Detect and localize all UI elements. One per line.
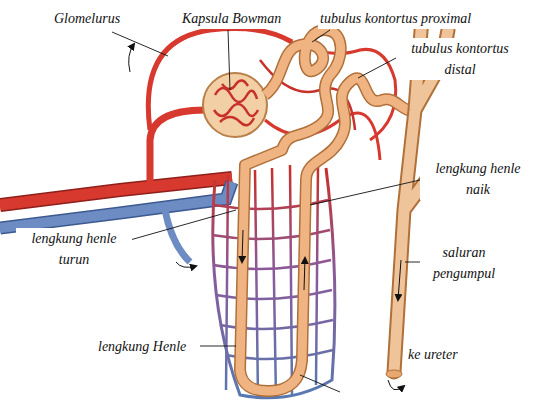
capillary-net <box>212 200 333 359</box>
flow-arrow <box>176 262 196 267</box>
part-label: tubulus kontortus distal <box>398 38 522 80</box>
leader-line <box>200 346 236 347</box>
glomerulus <box>214 80 258 125</box>
part-label: tubulus kontortus proximal <box>318 8 473 29</box>
flow-arrow <box>304 258 305 290</box>
flow-arrow <box>242 230 243 262</box>
flow-arrow <box>129 44 134 72</box>
leader-line <box>405 262 420 263</box>
bowman-capsule <box>203 73 267 137</box>
part-label: Kapsula Bowman <box>180 8 283 29</box>
flow-arrow <box>388 380 404 390</box>
flow-arrow <box>398 260 401 300</box>
leader-line <box>358 58 396 78</box>
afferent-arteriole <box>150 110 205 188</box>
vein-branch <box>165 210 190 262</box>
part-label: ke ureter <box>406 344 460 365</box>
leader-line <box>310 180 420 205</box>
part-label: Glomelurus <box>52 8 122 29</box>
leader-line <box>228 30 230 90</box>
part-label: lengkung henle turun <box>16 228 132 270</box>
part-label: lengkung Henle <box>96 336 188 357</box>
part-label: lengkung henle naik <box>420 158 536 200</box>
duct-opening <box>386 370 402 378</box>
leader-line <box>112 32 168 56</box>
part-label: saluran pengumpul <box>420 242 508 284</box>
leader-line <box>130 210 236 240</box>
tubule-outline <box>240 30 414 391</box>
leader-line <box>300 375 340 392</box>
leader-line <box>312 30 330 42</box>
tubule <box>240 30 414 391</box>
